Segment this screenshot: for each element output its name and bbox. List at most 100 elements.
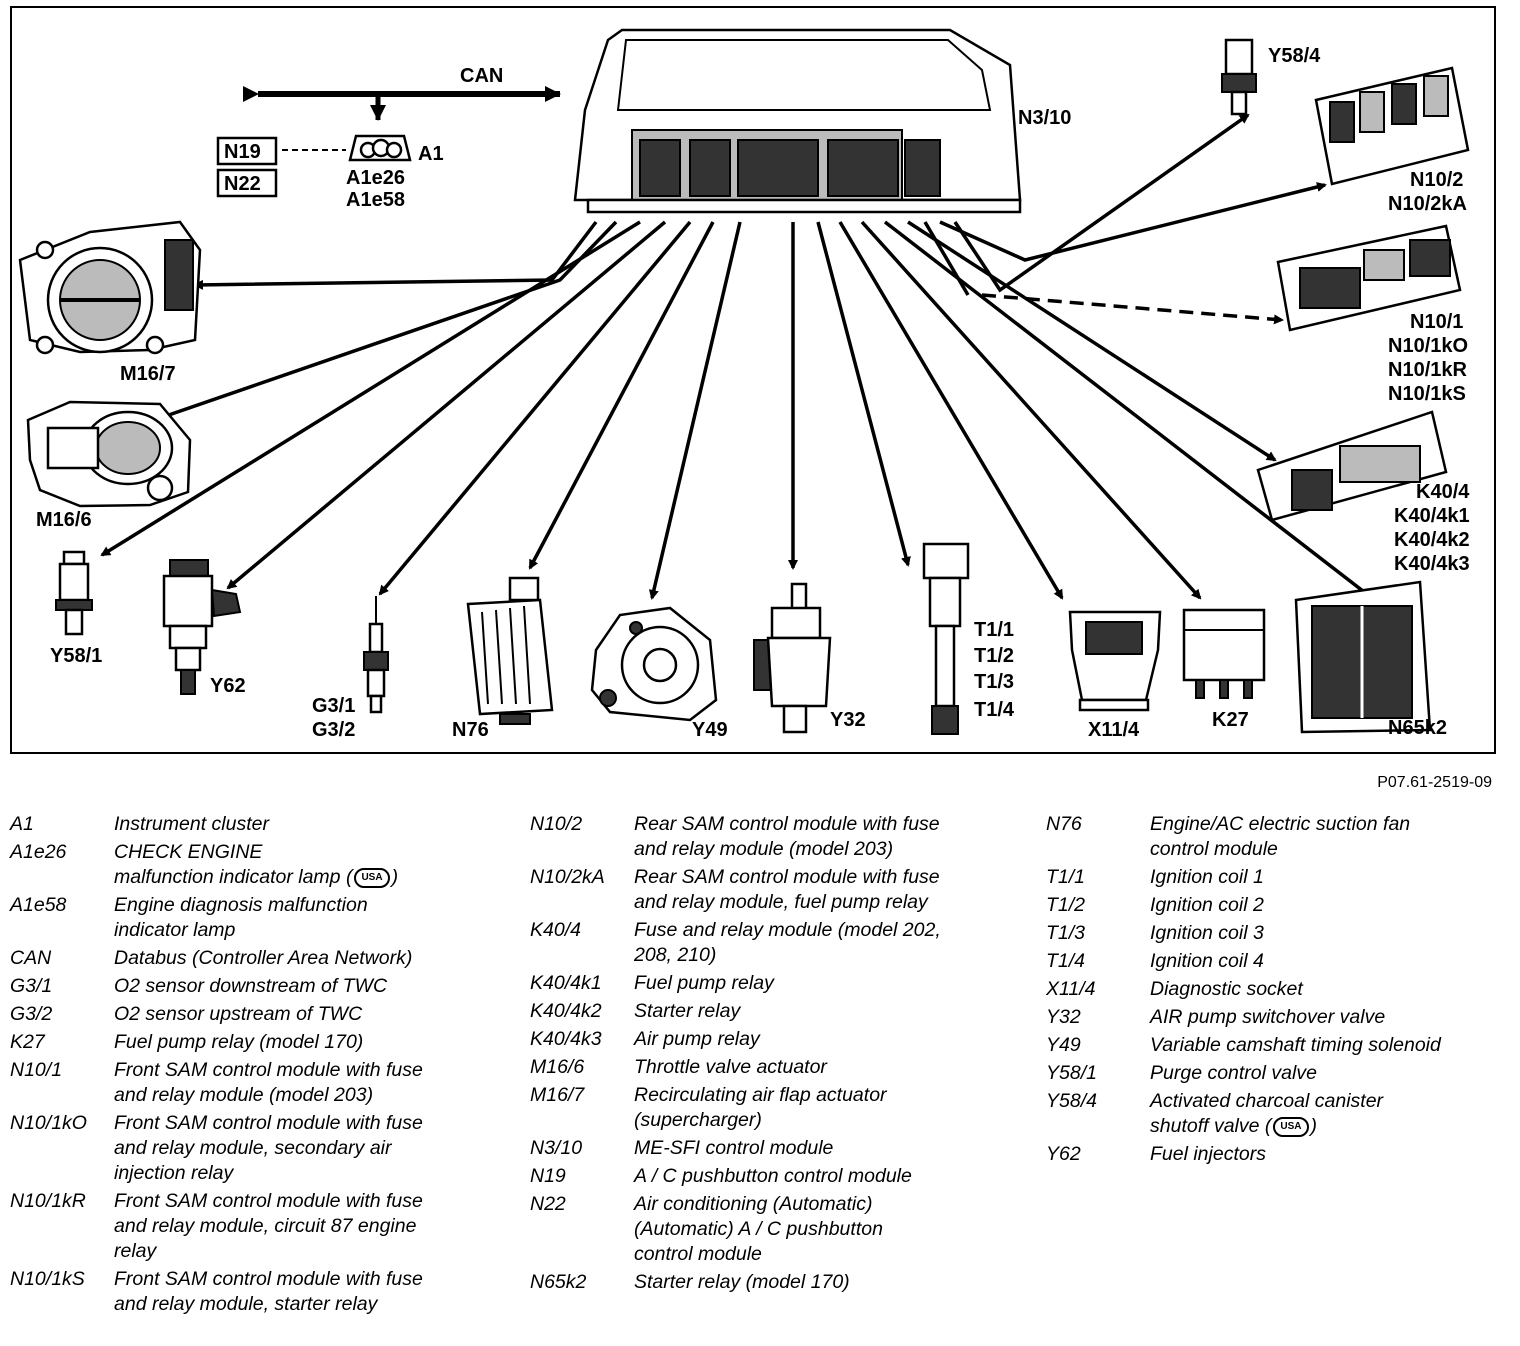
legend-description: Ignition coil 4 (1150, 949, 1516, 974)
legend-code: Y58/1 (1046, 1062, 1097, 1084)
n10-2-label: N10/2 (1410, 169, 1463, 191)
legend-description-line: (supercharger) (634, 1108, 1010, 1133)
cluster-lamp-a1e58: A1e58 (346, 189, 405, 211)
legend-code: A1 (10, 813, 34, 835)
legend-code: A1e58 (10, 894, 67, 916)
legend-description: Recirculating air flap actuator(supercha… (634, 1083, 1010, 1133)
legend-description-line: and relay module (model 203) (634, 837, 1010, 862)
legend-code: G3/2 (10, 1003, 53, 1025)
n76-icon: N76 (452, 576, 554, 741)
n22-label: N22 (224, 173, 261, 195)
legend-code: M16/7 (530, 1084, 585, 1106)
legend-description-line: malfunction indicator lamp (USA) (114, 865, 490, 890)
legend-description-line: Ignition coil 4 (1150, 950, 1264, 972)
legend-description-line: O2 sensor downstream of TWC (114, 975, 388, 997)
usa-badge-icon: USA (1273, 1116, 1309, 1137)
legend-description-line: control module (1150, 837, 1516, 862)
legend-description: Fuel pump relay (model 170) (114, 1030, 490, 1055)
legend-description: Ignition coil 2 (1150, 893, 1516, 918)
y58-4-label: Y58/4 (1268, 45, 1321, 67)
legend-description-line: Activated charcoal canister (1150, 1090, 1384, 1112)
legend-description-text: control module (1150, 838, 1278, 860)
legend-description-line: Air pump relay (634, 1028, 760, 1050)
legend-code: T1/3 (1046, 922, 1086, 944)
legend-code: K40/4k3 (530, 1028, 602, 1050)
legend-description-line: Air conditioning (Automatic) (634, 1193, 873, 1215)
legend-description: Instrument cluster (114, 812, 490, 837)
n65k2-icon: N65k2 (1294, 580, 1447, 739)
legend-description-text: 208, 210) (634, 944, 717, 966)
legend-row: Y58/1 Purge control valve (1046, 1061, 1516, 1086)
k40-4-label: K40/4 (1416, 481, 1470, 503)
k40-4k2-label: K40/4k2 (1394, 529, 1470, 551)
legend-description-text: and relay module (model 203) (114, 1084, 374, 1106)
wires (100, 113, 1374, 600)
legend-description: ME-SFI control module (634, 1136, 1010, 1161)
legend-description-text: malfunction indicator lamp ( (114, 866, 353, 888)
k27-label: K27 (1212, 709, 1249, 731)
legend-description-line: O2 sensor upstream of TWC (114, 1003, 363, 1025)
wiring-diagram: CAN N19 N22 A1 A1e26 A1e58 N3/10 (18, 28, 1470, 741)
t1-1-label: T1/1 (974, 619, 1014, 641)
g3-o2-sensor-icon: G3/1 G3/2 (312, 596, 389, 741)
legend-description-line: relay (114, 1240, 157, 1262)
y49-label: Y49 (692, 719, 728, 741)
legend-row: G3/2 O2 sensor upstream of TWC (10, 1002, 490, 1027)
legend-description-line: Purge control valve (1150, 1062, 1317, 1084)
y62-label: Y62 (210, 675, 246, 697)
legend-description-text: and relay module, secondary air (114, 1137, 392, 1159)
legend-code: N10/1kS (10, 1268, 85, 1290)
legend-description-line: Instrument cluster (114, 813, 269, 835)
legend-description-line: Ignition coil 2 (1150, 894, 1264, 916)
legend-description-line: CHECK ENGINE (114, 841, 263, 863)
legend-description-line: Rear SAM control module with fuse (634, 866, 940, 888)
ecu-n3-10-icon: N3/10 (573, 28, 1071, 214)
legend-description: Variable camshaft timing solenoid (1150, 1033, 1516, 1058)
legend-code: N10/2 (530, 813, 583, 835)
legend-description: Front SAM control module with fuse and re… (114, 1111, 490, 1186)
legend-description: Databus (Controller Area Network) (114, 946, 490, 971)
diagram-frame (10, 6, 1496, 754)
legend-description-line: and relay module, fuel pump relay (634, 890, 1010, 915)
legend-description-line: Fuel pump relay (model 170) (114, 1031, 364, 1053)
legend-description-line: injection relay (114, 1162, 234, 1184)
legend-code: N76 (1046, 813, 1082, 835)
legend-code: Y32 (1046, 1006, 1081, 1028)
legend-description-line: Diagnostic socket (1150, 978, 1303, 1000)
k27-icon: K27 (1182, 608, 1266, 731)
can-bus: CAN (243, 65, 561, 121)
n10-1-label: N10/1 (1410, 311, 1463, 333)
legend-description-line: Engine diagnosis malfunction (114, 894, 368, 916)
legend-code: N19 (530, 1165, 566, 1187)
n10-1-icon: N10/1 N10/1kO N10/1kR N10/1kS (1276, 224, 1468, 405)
x11-4-icon: X11/4 (1068, 610, 1162, 741)
legend-description: Fuse and relay module (model 202,208, 21… (634, 918, 1010, 968)
legend-description-line: Front SAM control module with fuse (114, 1112, 423, 1134)
legend-code: X11/4 (1046, 978, 1096, 1000)
legend-description-line: and relay module, starter relay (114, 1292, 490, 1317)
legend-description: Purge control valve (1150, 1061, 1516, 1086)
legend-description: Ignition coil 3 (1150, 921, 1516, 946)
y58-1-icon: Y58/1 (50, 550, 102, 667)
